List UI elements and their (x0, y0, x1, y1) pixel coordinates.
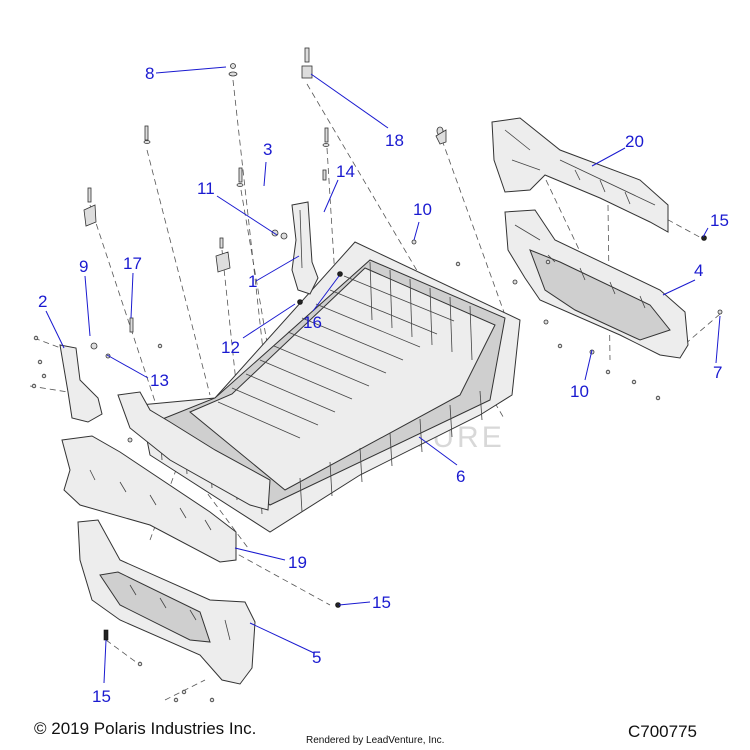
callout-label: 7 (713, 363, 722, 382)
callout-label: 2 (38, 292, 47, 311)
center-bracket (291, 201, 319, 295)
callout-label: 12 (221, 338, 240, 357)
callout-leader (263, 161, 267, 187)
callout-leader (106, 354, 149, 379)
callout-label: 19 (288, 553, 307, 572)
rendered-by-text: Rendered by LeadVenture, Inc. (306, 735, 445, 746)
copyright-text: © 2019 Polaris Industries Inc. (34, 719, 257, 738)
callout-label: 14 (336, 162, 355, 181)
callout-leader (591, 147, 626, 167)
side-rail-upper (491, 117, 669, 233)
callout-leader (413, 221, 420, 241)
callout-leader (249, 622, 315, 654)
callout-label: 15 (92, 687, 111, 706)
callout-leader (130, 272, 134, 319)
callout-label: 18 (385, 131, 404, 150)
left-bracket (59, 344, 103, 423)
callout-label: 8 (145, 64, 154, 83)
callout-leader (312, 275, 340, 312)
callout-label: 20 (625, 132, 644, 151)
callout-leader (323, 179, 339, 213)
diagram-code: C700775 (628, 722, 698, 741)
cargo-box (139, 241, 521, 533)
callout-label: 15 (372, 593, 391, 612)
callout-label: 4 (694, 261, 703, 280)
callout-label: 11 (197, 179, 215, 198)
callout-leader (338, 601, 371, 606)
callout-label: 6 (456, 467, 465, 486)
callout-leader (584, 349, 593, 381)
callout-label: 1 (248, 272, 257, 291)
callout-label: 10 (570, 382, 589, 401)
callout-label: 9 (79, 257, 88, 276)
callout-leader (418, 436, 458, 466)
callout-leader (103, 639, 107, 684)
callout-leader (662, 279, 696, 296)
callout-leader (715, 315, 721, 364)
front-rail-lower (77, 519, 256, 685)
callout-label: 3 (263, 140, 272, 159)
side-rail-lower (504, 209, 689, 359)
callout-label: 13 (150, 371, 169, 390)
callout-leader (242, 303, 296, 339)
callout-leader (234, 547, 286, 561)
callout-leader (255, 255, 300, 282)
callout-leader (84, 275, 91, 337)
hardware (31, 47, 723, 703)
front-panel (117, 391, 271, 511)
callout-leader (155, 66, 227, 74)
callout-label: 15 (710, 211, 729, 230)
callout-leader (216, 195, 278, 236)
callout-label: 16 (303, 313, 322, 332)
callout-leader (310, 73, 389, 129)
callout-label: 17 (123, 254, 142, 273)
front-rail-upper (61, 435, 237, 563)
callout-leader (45, 310, 65, 349)
callout-leader (702, 227, 709, 238)
callout-label: 5 (312, 648, 321, 667)
callout-label: 10 (413, 200, 432, 219)
